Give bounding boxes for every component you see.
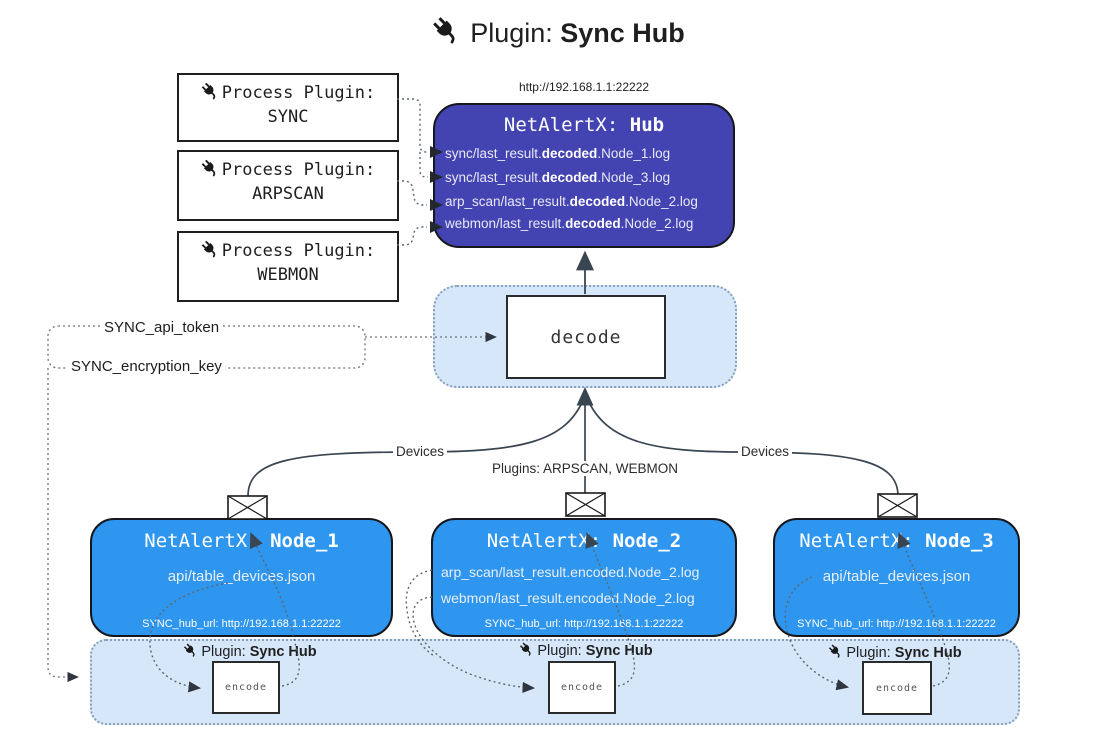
node-1-box: NetAlertX: Node_1 api/table_devices.json… xyxy=(90,518,393,637)
encoder-label-prefix: Plugin: xyxy=(846,645,895,661)
node-title-name: Node_3 xyxy=(925,530,994,552)
encoder-label-name: Sync Hub xyxy=(585,643,653,659)
node-2-box: NetAlertX: Node_2 arp_scan/last_result.e… xyxy=(431,518,737,637)
node-title: NetAlertX: Node_2 xyxy=(433,530,735,552)
log-post: .Node_2.log xyxy=(620,216,694,231)
node-hub-url: SYNC_hub_url: http://192.168.1.1:22222 xyxy=(484,618,684,630)
log-post: .Node_1.log xyxy=(597,146,671,161)
edge-label-devices-left: Devices xyxy=(392,444,448,459)
node-title-prefix: NetAlertX: xyxy=(799,530,926,552)
node-hub-url: SYNC_hub_url: http://192.168.1.1:22222 xyxy=(797,618,996,630)
log-pre: sync/last_result. xyxy=(445,170,542,185)
node-title-prefix: NetAlertX: xyxy=(486,530,613,552)
log-em: decoded xyxy=(565,216,621,231)
encoder-label-prefix: Plugin: xyxy=(537,643,586,659)
encode-box: encode xyxy=(548,661,616,714)
sync-encryption-key-label: SYNC_encryption_key xyxy=(68,358,225,375)
plug-icon xyxy=(433,17,455,44)
title-prefix: Plugin: xyxy=(470,18,561,48)
node-file: arp_scan/last_result.encoded.Node_2.log xyxy=(441,564,700,580)
process-plugin-label: Process Plugin: xyxy=(221,83,376,103)
encoder-plugin-label: Plugin: Sync Hub xyxy=(183,643,317,660)
encode-box: encode xyxy=(212,661,280,714)
envelope-icon xyxy=(227,495,268,520)
hub-url: http://192.168.1.1:22222 xyxy=(518,80,650,94)
hub-log-line: webmon/last_result.decoded.Node_2.log xyxy=(445,213,733,234)
plug-icon xyxy=(183,643,195,657)
plug-icon xyxy=(519,642,531,656)
encoder-label-name: Sync Hub xyxy=(249,644,317,660)
hub-log-line: sync/last_result.decoded.Node_1.log xyxy=(445,142,733,166)
process-plugin-box-arpscan: Process Plugin: ARPSCAN xyxy=(177,150,399,221)
hub-log-line: arp_scan/last_result.decoded.Node_2.log xyxy=(445,190,733,213)
log-em: decoded xyxy=(541,170,598,185)
process-plugin-label: Process Plugin: xyxy=(221,160,376,180)
encoder-label-prefix: Plugin: xyxy=(201,644,250,660)
process-plugin-name: WEBMON xyxy=(257,265,319,285)
sync-api-token-label: SYNC_api_token xyxy=(101,319,223,336)
envelope-icon xyxy=(565,492,606,517)
decode-box: decode xyxy=(506,295,666,379)
node-title: NetAlertX: Node_1 xyxy=(92,530,391,552)
process-plugin-label: Process Plugin: xyxy=(221,241,376,261)
process-plugin-box-webmon: Process Plugin: WEBMON xyxy=(177,231,399,302)
log-post: .Node_2.log xyxy=(625,194,698,209)
encode-box: encode xyxy=(862,661,932,715)
plug-icon xyxy=(828,644,840,658)
hub-log-line: sync/last_result.decoded.Node_3.log xyxy=(445,166,733,190)
node-file: api/table_devices.json xyxy=(822,568,971,585)
node-hub-url: SYNC_hub_url: http://192.168.1.1:22222 xyxy=(142,618,341,630)
log-em: decoded xyxy=(541,146,598,161)
node-title-prefix: NetAlertX: xyxy=(144,530,271,552)
log-pre: arp_scan/last_result. xyxy=(445,194,570,209)
node-title-name: Node_2 xyxy=(612,530,682,552)
node-3-box: NetAlertX: Node_3 api/table_devices.json… xyxy=(773,518,1020,637)
process-plugin-name: SYNC xyxy=(267,107,309,127)
node-file: api/table_devices.json xyxy=(167,568,316,585)
log-em: decoded xyxy=(569,194,626,209)
node-title-name: Node_1 xyxy=(270,530,339,552)
edge-label-devices-right: Devices xyxy=(737,444,793,459)
hub-title-prefix: NetAlertX: xyxy=(503,114,630,136)
process-plugin-name: ARPSCAN xyxy=(252,184,324,204)
plug-icon xyxy=(201,240,216,258)
encoder-label-name: Sync Hub xyxy=(894,645,962,661)
hub-title-name: Hub xyxy=(629,114,665,136)
plug-icon xyxy=(201,159,216,177)
envelope-icon xyxy=(877,493,918,518)
log-post: .Node_3.log xyxy=(597,170,671,185)
encoder-plugin-label: Plugin: Sync Hub xyxy=(519,642,653,659)
edge-label-plugins: Plugins: ARPSCAN, WEBMON xyxy=(488,461,682,476)
log-pre: webmon/last_result. xyxy=(445,216,566,231)
hub-title: NetAlertX: Hub xyxy=(435,114,733,136)
log-pre: sync/last_result. xyxy=(445,146,542,161)
node-file: webmon/last_result.encoded.Node_2.log xyxy=(441,590,695,606)
process-plugin-box-sync: Process Plugin: SYNC xyxy=(177,73,399,142)
page-title: Plugin: Sync Hub xyxy=(0,16,1117,49)
title-name: Sync Hub xyxy=(560,18,685,48)
encoder-plugin-label: Plugin: Sync Hub xyxy=(828,644,962,661)
hub-box: NetAlertX: Hub sync/last_result.decoded.… xyxy=(433,103,735,248)
node-title: NetAlertX: Node_3 xyxy=(775,530,1018,552)
plug-icon xyxy=(201,82,216,100)
